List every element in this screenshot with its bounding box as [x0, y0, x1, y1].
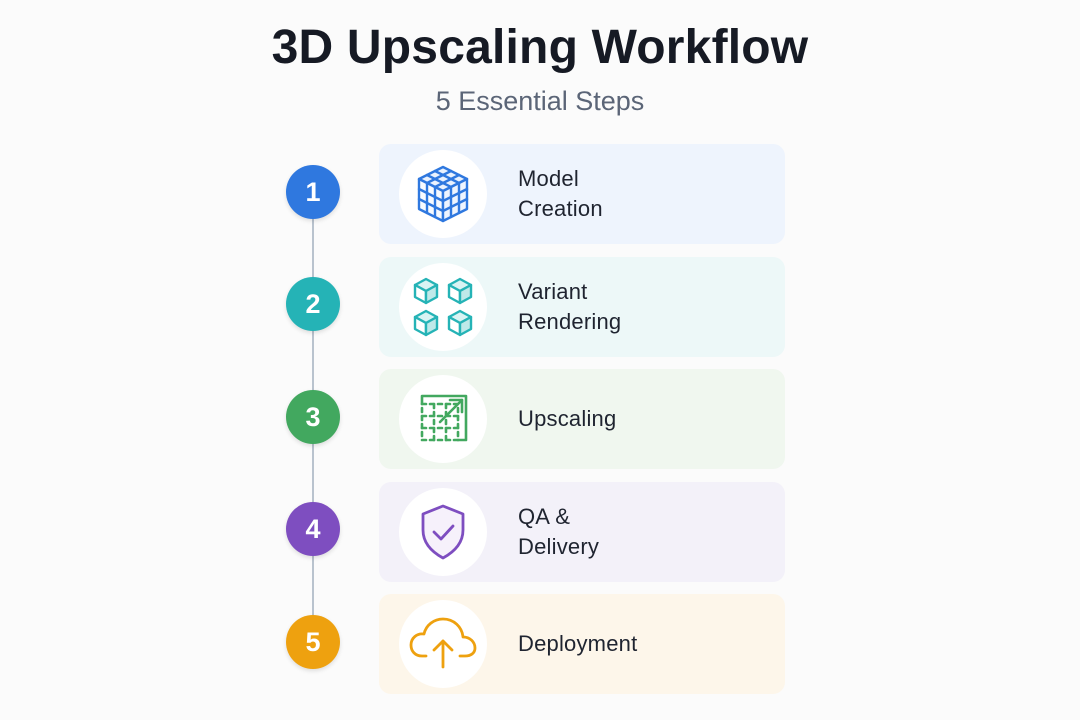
step-label: Variant Rendering [518, 279, 622, 334]
step-3-number-badge: 3 [286, 390, 340, 444]
shield-check-icon [399, 488, 487, 576]
step-label: Model Creation [518, 166, 603, 221]
upscale-grid-icon [399, 375, 487, 463]
page-title: 3D Upscaling Workflow [271, 21, 809, 74]
page-subtitle: 5 Essential Steps [435, 86, 645, 116]
step-card-qa-delivery: QA & Delivery [379, 482, 785, 582]
cloud-upload-icon [399, 600, 487, 688]
step-label: Deployment [518, 631, 638, 656]
step-label: QA & Delivery [518, 504, 600, 559]
step-card-variant-rendering: Variant Rendering [379, 257, 785, 357]
step-card-model-creation: Model Creation [379, 144, 785, 244]
step-label: Upscaling [518, 406, 617, 431]
step-card-upscaling: Upscaling [379, 369, 785, 469]
step-4-number-badge: 4 [286, 502, 340, 556]
step-1-number-badge: 1 [286, 165, 340, 219]
step-5-number-badge: 5 [286, 615, 340, 669]
cube-grid-icon [399, 150, 487, 238]
step-2-number-badge: 2 [286, 277, 340, 331]
multi-cube-icon [399, 263, 487, 351]
step-card-deployment: Deployment [379, 594, 785, 694]
